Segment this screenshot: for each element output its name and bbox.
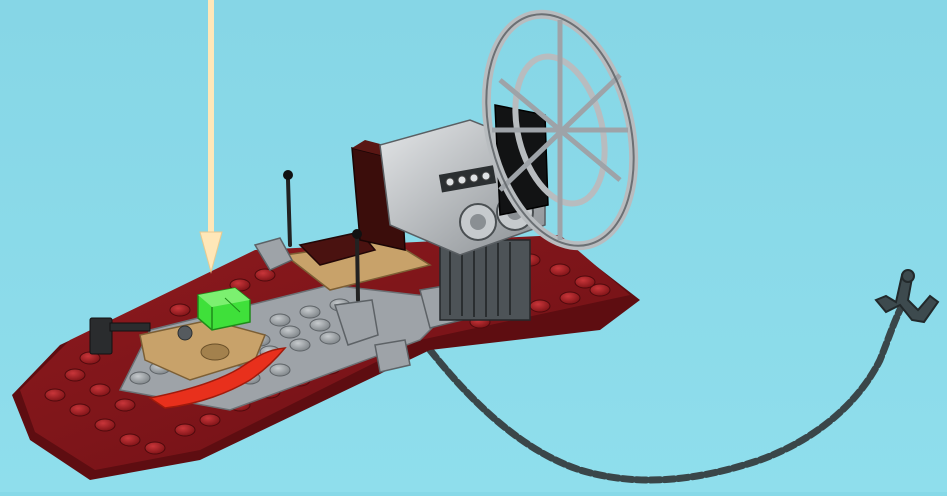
propeller-mount [495, 105, 548, 215]
green-brick [198, 288, 250, 330]
stick-knob [352, 229, 362, 239]
stick-knob [283, 170, 293, 180]
